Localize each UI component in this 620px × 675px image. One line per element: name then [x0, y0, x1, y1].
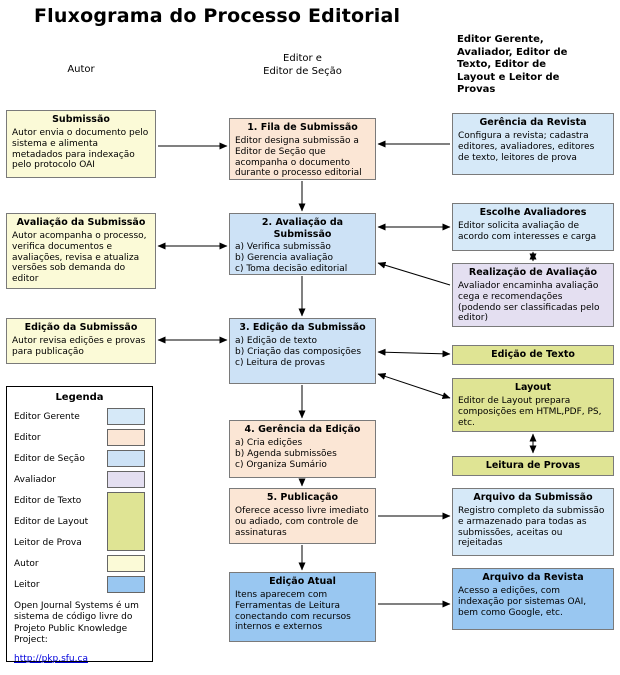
flow-box-realizacao-avaliacao: Realização de Avaliação Avaliador encami…	[452, 263, 614, 327]
legend: Legenda Editor Gerente Editor Editor de …	[6, 386, 153, 664]
flow-box-edicao-submissao: 3. Edição da Submissão a) Edição de text…	[229, 318, 376, 384]
box-body: Acesso a edições, com indexação por sist…	[458, 585, 587, 618]
box-title: Leitura de Provas	[485, 460, 581, 472]
flow-box-publicacao: 5. Publicação Oferece acesso livre imedi…	[229, 488, 376, 544]
legend-swatch-autor	[107, 555, 145, 572]
flow-box-arquivo-revista: Arquivo da Revista Acesso a edições, com…	[452, 568, 614, 630]
box-body: Editor designa submissão a Editor de Seç…	[235, 135, 362, 179]
legend-swatch-editor	[107, 429, 145, 446]
legend-swatch-editor-secao	[107, 450, 145, 467]
flow-box-edicao-submissao-autor: Edição da Submissão Autor revisa edições…	[6, 318, 156, 364]
legend-label-editor: Editor	[14, 432, 41, 443]
box-title: Arquivo da Revista	[482, 572, 584, 583]
box-title: Avaliação da Submissão	[16, 217, 146, 228]
legend-label-leitor-prova: Leitor de Prova	[14, 537, 82, 548]
flow-box-fila-submissao: 1. Fila de Submissão Editor designa subm…	[229, 118, 376, 180]
flow-box-leitura-provas: Leitura de Provas	[452, 456, 614, 476]
flow-box-gerencia-revista: Gerência da Revista Configura a revista;…	[452, 113, 614, 175]
box-title: Arquivo da Submissão	[473, 492, 593, 503]
flow-box-submissao: Submissão Autor envia o documento pelo s…	[6, 110, 156, 178]
flow-box-escolhe-avaliadores: Escolhe Avaliadores Editor solicita aval…	[452, 203, 614, 251]
box-title: 3. Edição da Submissão	[239, 322, 366, 333]
box-title: Edição Atual	[269, 576, 336, 587]
box-title: Submissão	[52, 114, 110, 125]
legend-swatch-producao	[107, 492, 145, 551]
flow-box-gerencia-edicao: 4. Gerência da Edição a) Cria edições b)…	[229, 420, 376, 478]
box-body: a) Cria edições b) Agenda submissões c) …	[235, 437, 337, 470]
box-body: Avaliador encaminha avaliação cega e rec…	[458, 280, 600, 324]
legend-label-avaliador: Avaliador	[14, 474, 56, 485]
box-body: Configura a revista; cadastra editores, …	[458, 130, 595, 163]
column-header-gerente-avaliador: Editor Gerente, Avaliador, Editor de Tex…	[457, 34, 568, 95]
legend-label-leitor: Leitor	[14, 579, 40, 590]
flow-box-avaliacao-submissao-autor: Avaliação da Submissão Autor acompanha o…	[6, 213, 156, 289]
box-title: 1. Fila de Submissão	[247, 122, 358, 133]
column-header-autor: Autor	[67, 64, 95, 75]
box-title: Gerência da Revista	[479, 117, 587, 128]
box-title: Edição de Texto	[491, 349, 575, 361]
legend-title: Legenda	[55, 392, 104, 403]
box-title: 2. Avaliação da Submissão	[261, 217, 344, 240]
legend-swatch-leitor	[107, 576, 145, 593]
box-title: 4. Gerência da Edição	[244, 424, 361, 435]
box-title: 5. Publicação	[266, 492, 339, 503]
arrow-edicao-layout-bidir	[377, 373, 451, 399]
box-body: Autor revisa edições e provas para publi…	[12, 335, 146, 357]
box-title: Escolhe Avaliadores	[479, 207, 587, 218]
box-body: Itens aparecem com Ferramentas de Leitur…	[235, 589, 351, 633]
legend-swatch-editor-gerente	[107, 408, 145, 425]
box-body: Autor acompanha o processo, verifica doc…	[12, 230, 147, 285]
flow-box-avaliacao-submissao: 2. Avaliação da Submissão a) Verifica su…	[229, 213, 376, 275]
box-title: Layout	[514, 382, 552, 393]
legend-label-editor-secao: Editor de Seção	[14, 453, 85, 464]
column-header-editor: Editor e Editor de Seção	[263, 53, 342, 77]
box-body: a) Edição de texto b) Criação das compos…	[235, 335, 362, 368]
box-body: Oferece acesso livre imediato ou adiado,…	[235, 505, 369, 538]
legend-swatch-avaliador	[107, 471, 145, 488]
box-title: Realização de Avaliação	[468, 267, 598, 278]
box-title: Edição da Submissão	[24, 322, 138, 333]
arrow-edicao-texto-bidir	[377, 348, 451, 358]
box-body: Editor solicita avaliação de acordo com …	[458, 220, 597, 242]
box-body: Editor de Layout prepara composições em …	[458, 395, 602, 428]
pkp-link[interactable]: http://pkp.sfu.ca	[14, 654, 88, 664]
legend-label-editor-layout: Editor de Layout	[14, 516, 89, 527]
arrow-realizacao-to-avaliacao	[377, 261, 451, 286]
legend-label-editor-texto: Editor de Texto	[14, 495, 82, 506]
box-body: Registro completo da submissão e armazen…	[458, 505, 605, 549]
legend-label-autor: Autor	[14, 558, 39, 569]
flow-box-edicao-atual: Edição Atual Itens aparecem com Ferramen…	[229, 572, 376, 642]
page-title: Fluxograma do Processo Editorial	[34, 5, 401, 27]
box-body: Autor envia o documento pelo sistema e a…	[12, 127, 149, 171]
legend-grid: Editor Gerente Editor Editor de Seção Av…	[14, 408, 145, 593]
flow-box-edicao-texto: Edição de Texto	[452, 345, 614, 365]
flow-box-layout: Layout Editor de Layout prepara composiç…	[452, 378, 614, 432]
legend-footer-text: Open Journal Systems é um sistema de cód…	[14, 601, 139, 645]
legend-label-editor-gerente: Editor Gerente	[14, 411, 80, 422]
flow-box-arquivo-submissao: Arquivo da Submissão Registro completo d…	[452, 488, 614, 556]
box-body: a) Verifica submissão b) Gerencia avalia…	[235, 242, 348, 275]
